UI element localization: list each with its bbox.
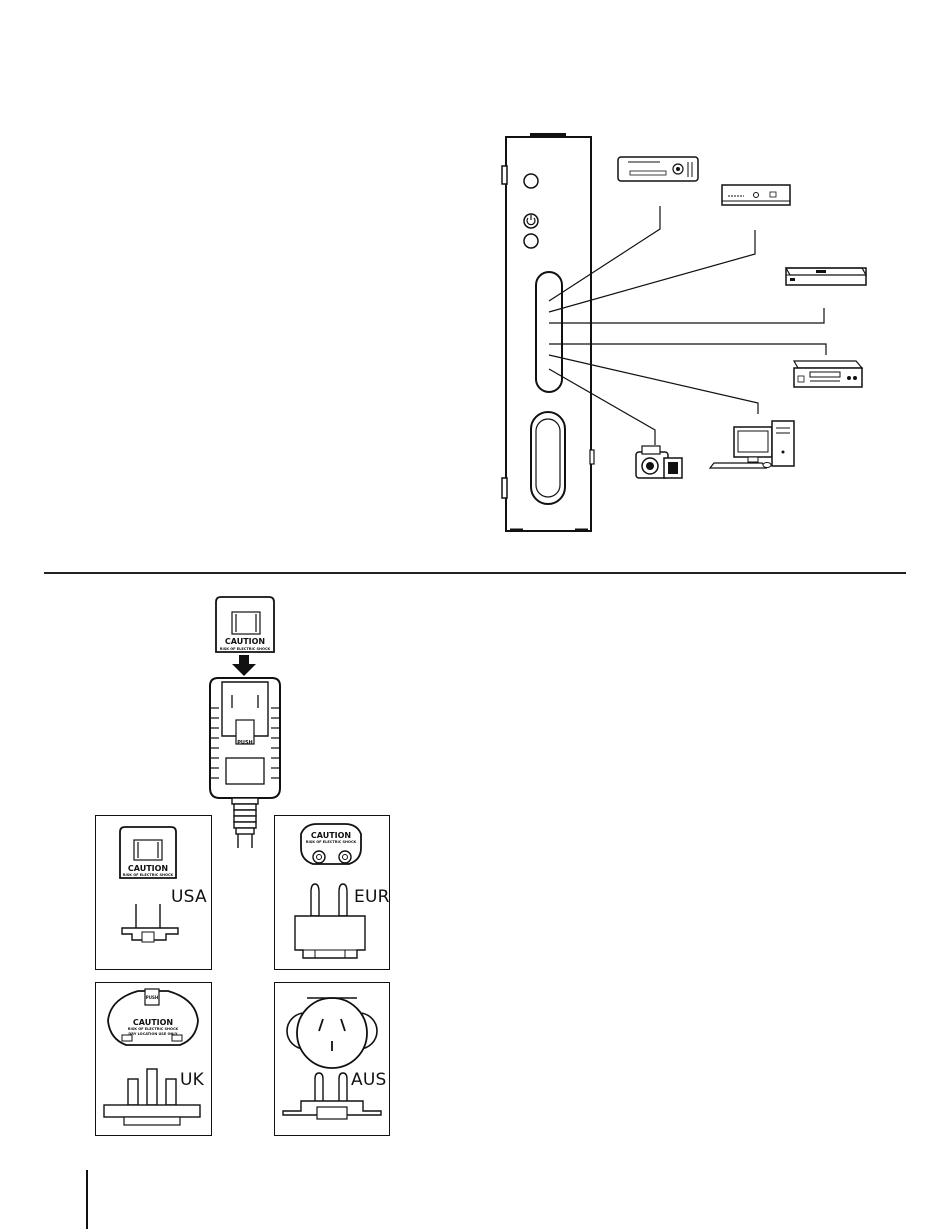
svg-text:CAUTION: CAUTION: [128, 864, 168, 873]
usa-plug-insert: CAUTION RISK OF ELECTRIC SHOCK: [216, 597, 274, 652]
usa-label: USA: [171, 887, 207, 907]
set-top-box-icon: [722, 185, 790, 205]
svg-text:RISK OF ELECTRIC SHOCK: RISK OF ELECTRIC SHOCK: [220, 647, 271, 651]
insert-arrow-icon: [232, 655, 256, 676]
svg-text:DRY LOCATION USE ONLY: DRY LOCATION USE ONLY: [128, 1032, 178, 1036]
uk-plug-panel: PUSH CAUTION RISK OF ELECTRIC SHOCK DRY …: [95, 982, 212, 1136]
aus-plug-icon: [275, 983, 389, 1135]
camcorder-icon: [636, 446, 682, 478]
aus-label: AUS: [351, 1070, 386, 1090]
power-cable: [232, 798, 258, 848]
desktop-computer-icon: [710, 421, 794, 468]
eur-plug-panel: CAUTION RISK OF ELECTRIC SHOCK EUR: [274, 815, 390, 970]
connection-diagram: [480, 120, 900, 550]
section-divider: [44, 572, 906, 574]
svg-text:RISK OF ELECTRIC SHOCK: RISK OF ELECTRIC SHOCK: [306, 840, 357, 844]
caution-label-top: CAUTION: [225, 637, 265, 646]
media-hub-unit: [502, 133, 594, 531]
push-label: PUSH: [237, 740, 253, 746]
adapter-body: PUSH: [210, 678, 280, 798]
svg-text:CAUTION: CAUTION: [311, 831, 351, 840]
svg-text:RISK OF ELECTRIC SHOCK: RISK OF ELECTRIC SHOCK: [123, 873, 174, 877]
aus-plug-panel: AUS: [274, 982, 390, 1136]
eur-label: EUR: [354, 887, 390, 907]
usa-plug-panel: CAUTION RISK OF ELECTRIC SHOCK USA: [95, 815, 212, 970]
game-console-icon: [618, 157, 698, 181]
page-margin-bar: [86, 1170, 88, 1229]
front-button-icon: [524, 174, 538, 188]
vcr-icon: [794, 361, 862, 387]
uk-label: UK: [180, 1070, 204, 1090]
menu-button-icon: [524, 234, 538, 248]
svg-text:CAUTION: CAUTION: [133, 1018, 173, 1027]
svg-text:RISK OF ELECTRIC SHOCK: RISK OF ELECTRIC SHOCK: [128, 1027, 179, 1031]
uk-plug-icon: PUSH CAUTION RISK OF ELECTRIC SHOCK DRY …: [96, 983, 211, 1135]
svg-text:PUSH: PUSH: [146, 995, 158, 1000]
dvd-player-icon: [786, 268, 866, 285]
